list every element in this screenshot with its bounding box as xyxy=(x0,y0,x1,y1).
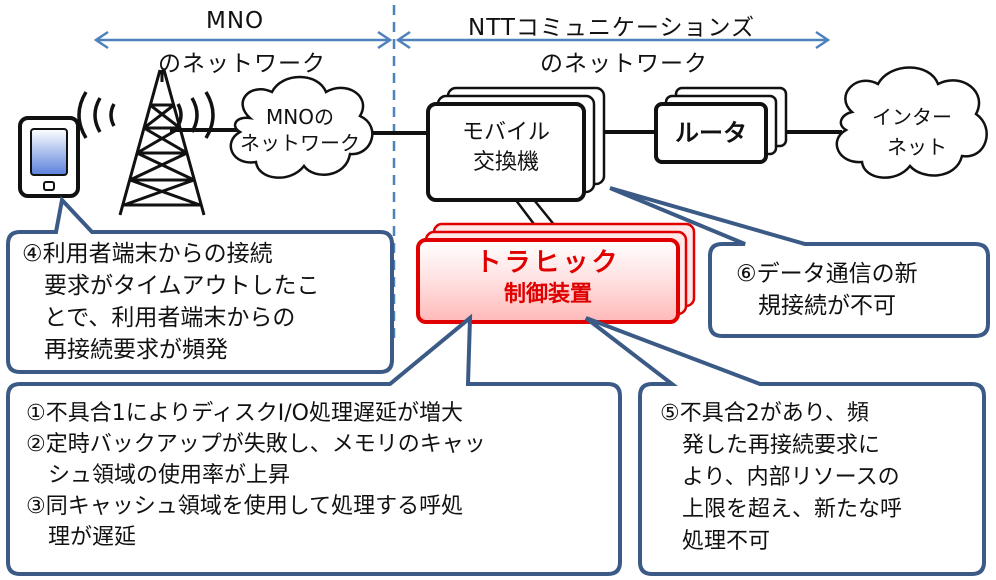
callout-123-bubble xyxy=(6,313,622,576)
callout-4-line4: 再接続要求が頻発 xyxy=(44,337,228,363)
mobile-switch-label-line2: 交換機 xyxy=(472,150,539,175)
callout-5-line4: 上限を超え、新たな呼 xyxy=(682,497,903,522)
mobile-switch-label: モバイル 交換機 xyxy=(428,118,584,178)
callout-5-line2: 発した再接続要求に xyxy=(682,433,881,458)
mno-network-cloud xyxy=(229,75,374,179)
internet-cloud-label-line2: ネット xyxy=(887,135,947,159)
mno-header-line1: MNO xyxy=(206,8,265,34)
callout-4-bubble xyxy=(6,195,394,374)
mno-cloud-label: MNOの ネットワーク xyxy=(240,104,360,156)
ntt-header-line2: のネットワーク xyxy=(540,51,708,77)
callout-5-line5: 処理不可 xyxy=(682,529,771,554)
cell-tower-icon xyxy=(118,69,206,216)
router-box xyxy=(654,86,788,164)
mobile-switch-label-line1: モバイル xyxy=(461,120,550,145)
mno-cloud-label-line1: MNOの xyxy=(266,105,334,129)
callout-123-line3: シュ領域の使用率が上昇 xyxy=(48,463,291,488)
mobile-switch-box xyxy=(426,86,606,202)
callout-123-line4: ③同キャッシュ領域を使用して処理する呼処 xyxy=(26,494,464,519)
mno-cloud-label-line2: ネットワーク xyxy=(240,131,360,155)
callout-123-line2: ②定時バックアップが失敗し、メモリのキャッ xyxy=(26,432,486,457)
mno-header-line2: のネットワーク xyxy=(158,51,326,77)
callout-5-bubble xyxy=(584,316,986,576)
callout-4-text: ④利用者端末からの接続 要求がタイムアウトしたこ とで、利用者端末からの 再接続… xyxy=(22,238,320,366)
callout-123-text: ①不具合1によりディスクI/O処理遅延が増大 ②定時バックアップが失敗し、メモリ… xyxy=(26,398,486,553)
traffic-control-label-line2: 制御装置 xyxy=(503,282,592,307)
callout-4-line1: ④利用者端末からの接続 xyxy=(22,241,273,267)
traffic-control-box xyxy=(416,222,696,324)
callout-4-line3: とで、利用者端末からの xyxy=(44,305,296,331)
internet-cloud xyxy=(835,66,988,179)
traffic-control-label-line1: トラヒック xyxy=(475,248,621,278)
callout-6-line1: ⑥データ通信の新 xyxy=(736,261,918,287)
radio-waves-icon xyxy=(77,91,215,139)
callout-4-line2: 要求がタイムアウトしたこ xyxy=(44,273,320,299)
callout-5-line3: より、内部リソースの xyxy=(682,465,900,490)
traffic-control-label: トラヒック 制御装置 xyxy=(418,246,678,310)
internet-cloud-label-line1: インター xyxy=(872,105,952,129)
ntt-header-line1: NTTコミュニケーションズ xyxy=(468,15,755,41)
callout-5-text: ⑤不具合2があり、頻 発した再接続要求に より、内部リソースの 上限を超え、新た… xyxy=(660,398,902,558)
callout-6-line2: 規接続が不可 xyxy=(758,293,896,319)
router-label: ルータ xyxy=(675,119,747,147)
internet-cloud-label: インター ネット xyxy=(852,102,972,162)
callout-6-text: ⑥データ通信の新 規接続が不可 xyxy=(736,258,918,322)
smartphone-icon xyxy=(18,116,80,198)
callout-123-line1: ①不具合1によりディスクI/O処理遅延が増大 xyxy=(26,401,463,426)
mno-range-arrow xyxy=(93,30,393,50)
callout-123-line5: 理が遅延 xyxy=(48,525,137,550)
callout-6-bubble xyxy=(609,186,990,338)
ntt-range-arrow xyxy=(395,30,831,50)
callout-5-line1: ⑤不具合2があり、頻 xyxy=(660,401,869,426)
